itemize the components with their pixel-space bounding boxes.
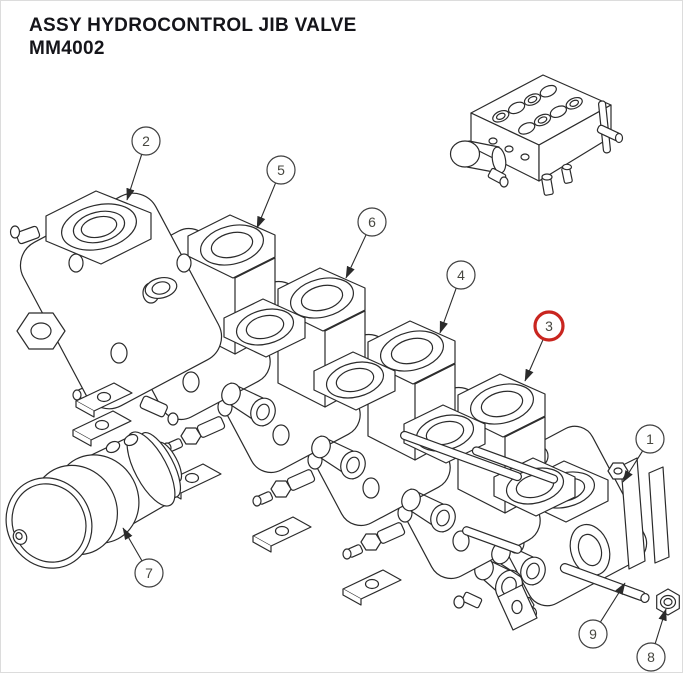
callout-balloon-5 (266, 155, 296, 185)
callout-leader-5 (256, 182, 277, 229)
callout-balloon-1 (635, 424, 665, 454)
callout-layer: 2 5 6 4 3 1 7 9 8 (122, 126, 667, 672)
callout-leader-3 (524, 338, 544, 382)
hex-nut-part-8 (656, 588, 680, 616)
callout-leader-9 (599, 582, 626, 623)
callout-number-9: 9 (589, 626, 597, 642)
callout-number-5: 5 (277, 162, 285, 178)
callout-leader-6 (345, 234, 367, 279)
canister-part-7 (5, 431, 183, 569)
callout-balloon-6 (357, 207, 387, 237)
inlet-section-part-2 (9, 190, 223, 426)
callout-leader-7 (122, 527, 143, 562)
callout-balloon-7 (134, 558, 164, 588)
callout-balloon-4 (446, 260, 476, 290)
callout-number-4: 4 (457, 267, 465, 283)
callout-number-7: 7 (145, 565, 153, 581)
callout-number-3: 3 (545, 318, 553, 334)
callout-number-1: 1 (646, 431, 654, 447)
callout-balloon-3-highlighted (533, 310, 565, 342)
callout-leader-4 (439, 288, 457, 334)
valve-section-part-3 (342, 373, 576, 631)
assembled-valve-thumbnail (449, 74, 624, 196)
callout-balloon-9 (578, 619, 608, 649)
drawing-title: ASSY HYDROCONTROL JIB VALVE (29, 15, 357, 36)
callout-leader-8 (654, 608, 667, 644)
callout-leader-2 (126, 154, 143, 201)
callout-number-6: 6 (368, 214, 376, 230)
callout-balloon-2 (131, 126, 161, 156)
callout-leader-1 (622, 450, 644, 483)
title-block: ASSY HYDROCONTROL JIB VALVE MM4002 (29, 14, 357, 60)
callout-number-2: 2 (142, 133, 150, 149)
callout-balloon-8 (636, 642, 666, 672)
callout-number-8: 8 (647, 649, 655, 665)
drawing-number: MM4002 (29, 38, 105, 59)
